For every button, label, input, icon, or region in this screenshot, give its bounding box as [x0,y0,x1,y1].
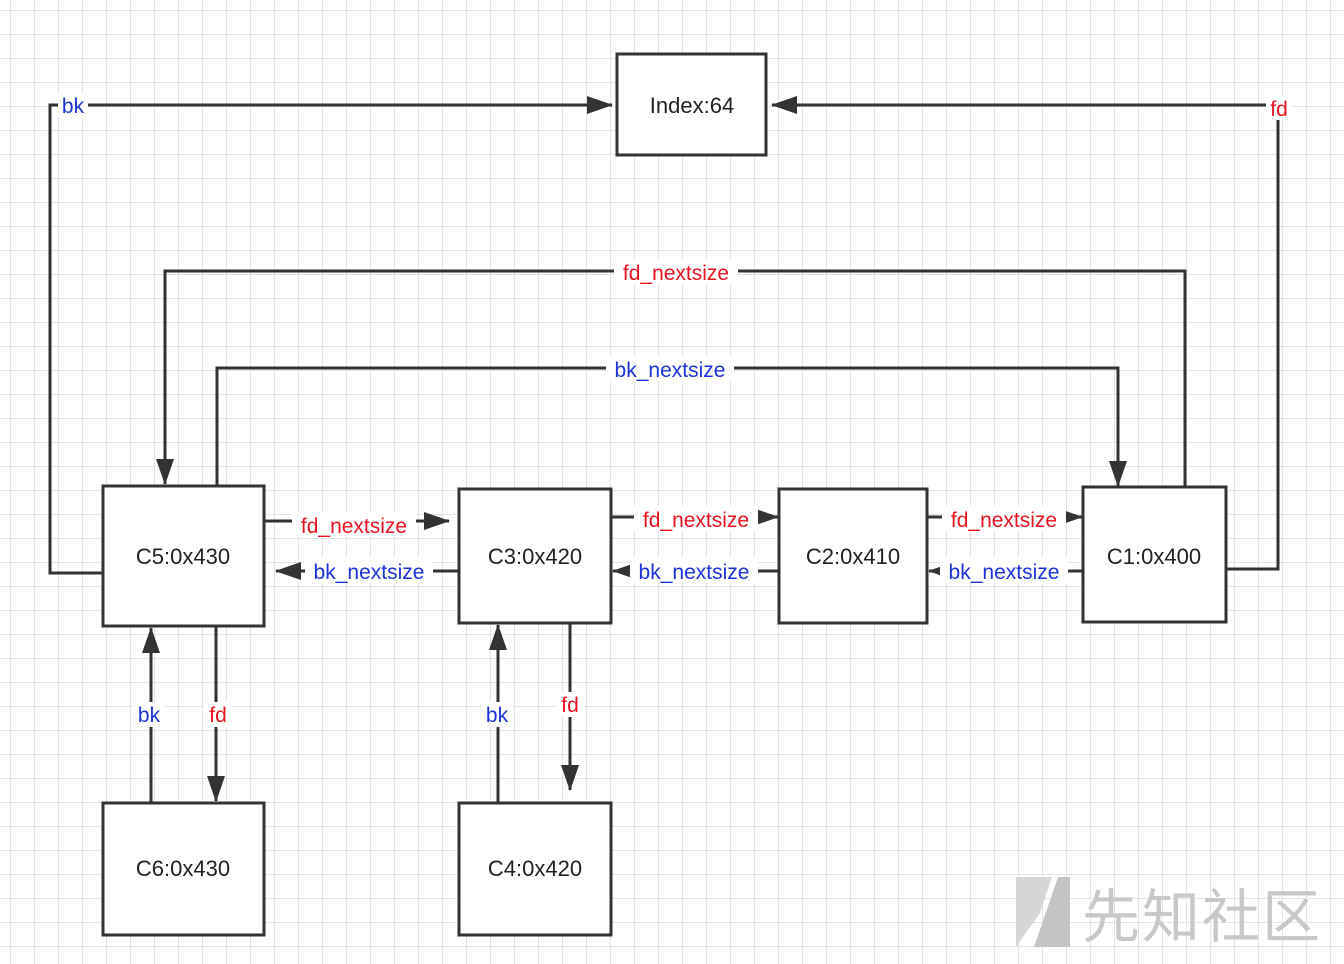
node-c4: C4:0x420 [457,801,613,937]
edge-c5-bk-nextsize-c1 [215,366,1127,487]
label-c3-fd-c4: fd [556,692,584,717]
node-c5: C5:0x430 [101,484,266,628]
svg-text:bk_nextsize: bk_nextsize [615,359,726,382]
svg-text:C1:0x400: C1:0x400 [1107,544,1201,569]
svg-text:fd_nextsize: fd_nextsize [643,509,749,532]
label-c3-fd-nextsize-c2: fd_nextsize [634,506,758,532]
watermark-logo-icon [1015,877,1070,947]
svg-text:bk: bk [62,95,85,118]
edge-c5-bk-index [48,96,613,575]
label-c5-bk-nextsize-c1: bk_nextsize [606,356,734,382]
svg-text:fd: fd [1270,98,1288,121]
label-c2-bk-nextsize-c3: bk_nextsize [630,558,758,584]
label-c3-bk-nextsize-c5: bk_nextsize [305,558,433,584]
node-index: Index:64 [615,52,768,157]
svg-text:C5:0x430: C5:0x430 [136,544,230,569]
svg-text:fd: fd [209,704,227,727]
label-c1-fd-nextsize-c5: fd_nextsize [614,259,738,285]
svg-text:bk_nextsize: bk_nextsize [639,561,750,584]
svg-text:fd: fd [561,694,579,717]
watermark: 先知社区 [1012,870,1322,954]
node-c3: C3:0x420 [457,487,613,625]
svg-text:C4:0x420: C4:0x420 [488,856,582,881]
svg-text:fd_nextsize: fd_nextsize [951,509,1057,532]
label-c2-fd-nextsize-c1: fd_nextsize [942,506,1066,532]
svg-text:bk_nextsize: bk_nextsize [314,561,425,584]
svg-text:bk_nextsize: bk_nextsize [949,561,1060,584]
label-c6-bk-c5: bk [133,702,165,727]
label-c5-fd-nextsize-c3: fd_nextsize [292,512,416,538]
label-c4-bk-c3: bk [481,702,513,727]
svg-text:C6:0x430: C6:0x430 [136,856,230,881]
svg-text:Index:64: Index:64 [650,93,734,118]
watermark-text: 先知社区 [1081,883,1322,951]
svg-text:C3:0x420: C3:0x420 [488,544,582,569]
node-c1: C1:0x400 [1081,485,1228,624]
svg-text:fd_nextsize: fd_nextsize [301,515,407,538]
node-c2: C2:0x410 [777,487,929,625]
svg-text:bk: bk [486,704,509,727]
label-c1-fd-index: fd [1266,96,1292,121]
node-c6: C6:0x430 [101,801,266,937]
svg-text:fd_nextsize: fd_nextsize [623,262,729,285]
svg-text:C2:0x410: C2:0x410 [806,544,900,569]
edge-c1-fd-index [771,96,1280,571]
label-c5-bk-index: bk [58,93,88,118]
svg-text:bk: bk [138,704,161,727]
label-c5-fd-c6: fd [204,702,232,727]
label-c1-bk-nextsize-c2: bk_nextsize [940,558,1068,584]
